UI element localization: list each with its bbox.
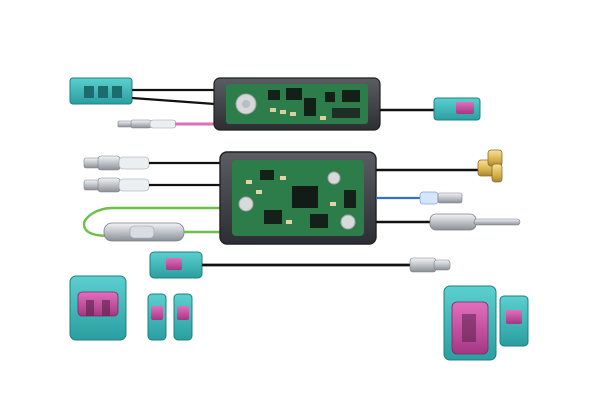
fakra-connector-icon <box>69 275 127 341</box>
fakra-connector-icon <box>69 77 133 105</box>
antenna-adapter-bottom-module-icon <box>82 149 521 245</box>
pin-terminal-icon <box>83 155 150 171</box>
pin-terminal-icon <box>409 257 451 273</box>
pin-terminal-icon <box>117 119 177 129</box>
fakra-connector-icon <box>147 293 167 341</box>
pin-terminal-icon <box>83 177 150 193</box>
spade-terminal-icon <box>419 191 463 205</box>
fakra-connector-icon <box>149 251 203 279</box>
sma-angle-connector-icon <box>477 149 503 183</box>
antenna-adapter-top-module-icon <box>69 77 481 131</box>
din-plug-icon <box>429 213 521 231</box>
fakra-connector-icon <box>499 295 529 347</box>
fakra-connector-icon <box>443 285 497 361</box>
fakra-connector-icon <box>173 293 193 341</box>
inline-fuse-holder-icon <box>103 222 185 242</box>
fakra-connector-icon <box>433 97 481 121</box>
